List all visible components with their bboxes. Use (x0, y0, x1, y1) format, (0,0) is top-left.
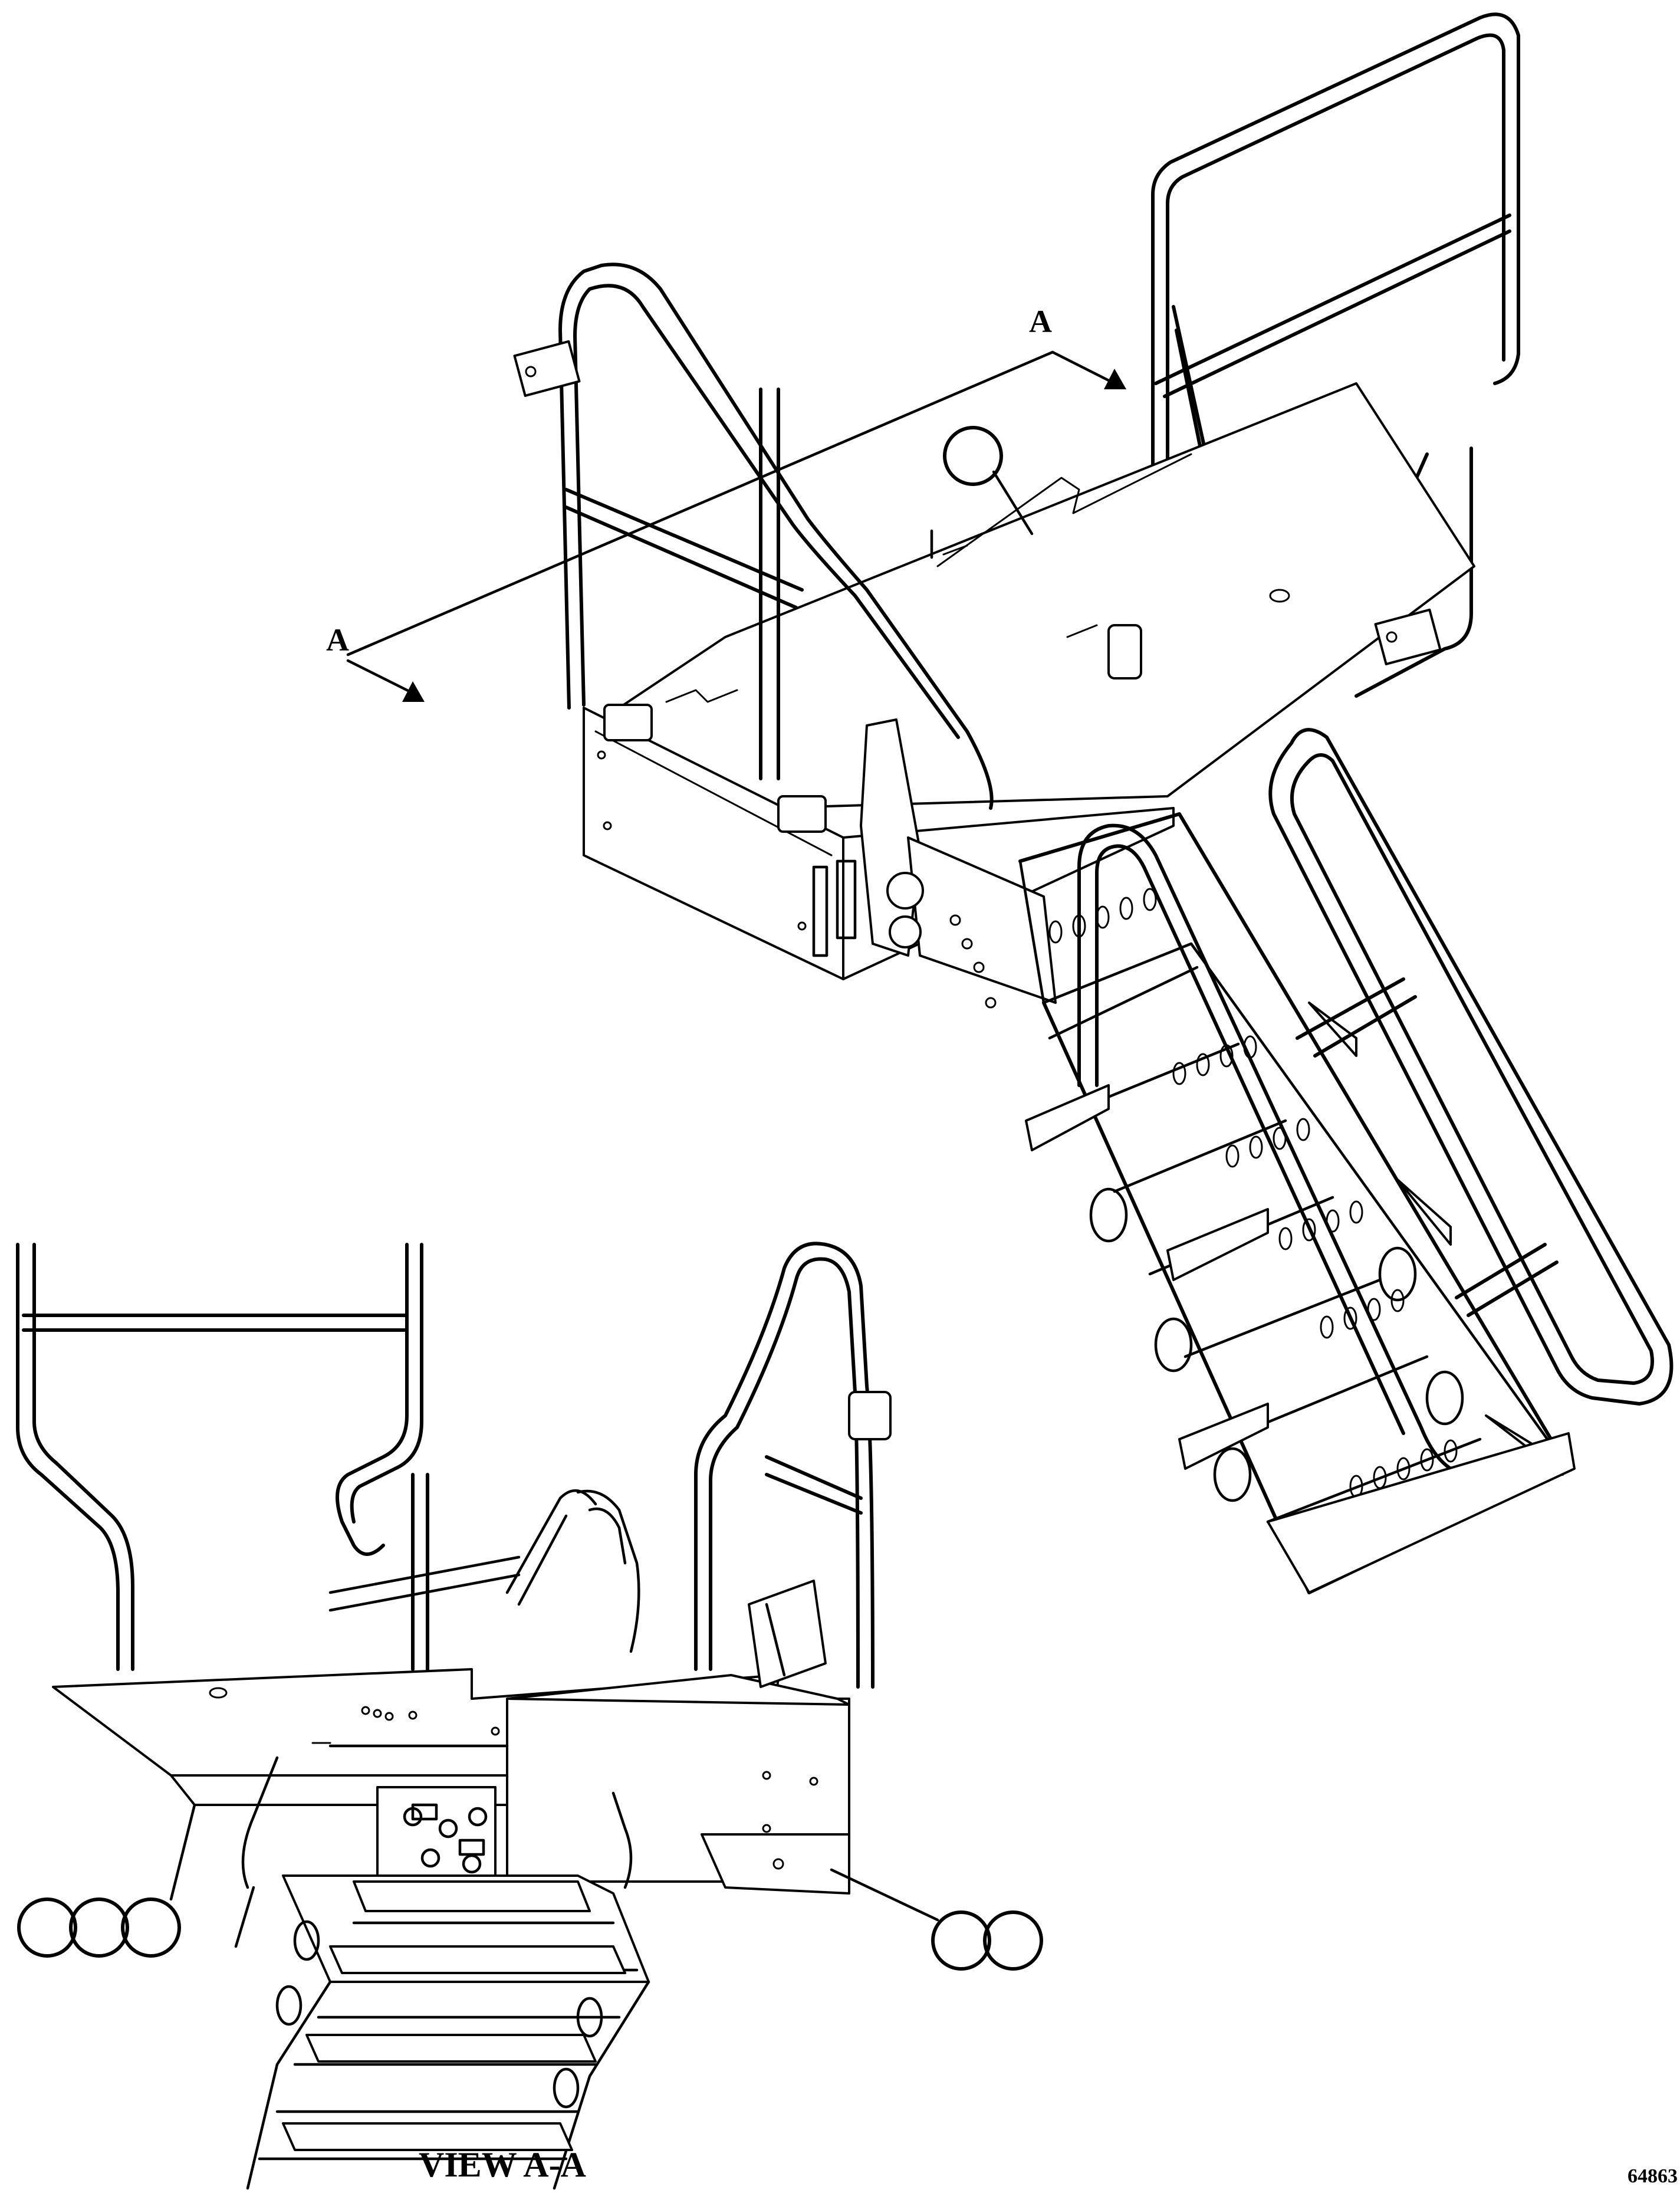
figure-number: 64863 (1628, 2165, 1678, 2187)
view-title: VIEW A-A (419, 2145, 586, 2184)
section-cut-line (346, 350, 1126, 702)
platform-callout (943, 426, 1034, 536)
view-a-a-drawing (16, 1242, 892, 2190)
stair-assembly (1018, 728, 1674, 1594)
section-label-left: A (326, 622, 349, 658)
platform-assembly (513, 12, 1520, 1009)
tread-perforations (1048, 888, 1458, 1498)
view-callouts-right (830, 1868, 1043, 1971)
section-label-top: A (1029, 304, 1052, 339)
view-callouts-left (17, 1803, 196, 1958)
